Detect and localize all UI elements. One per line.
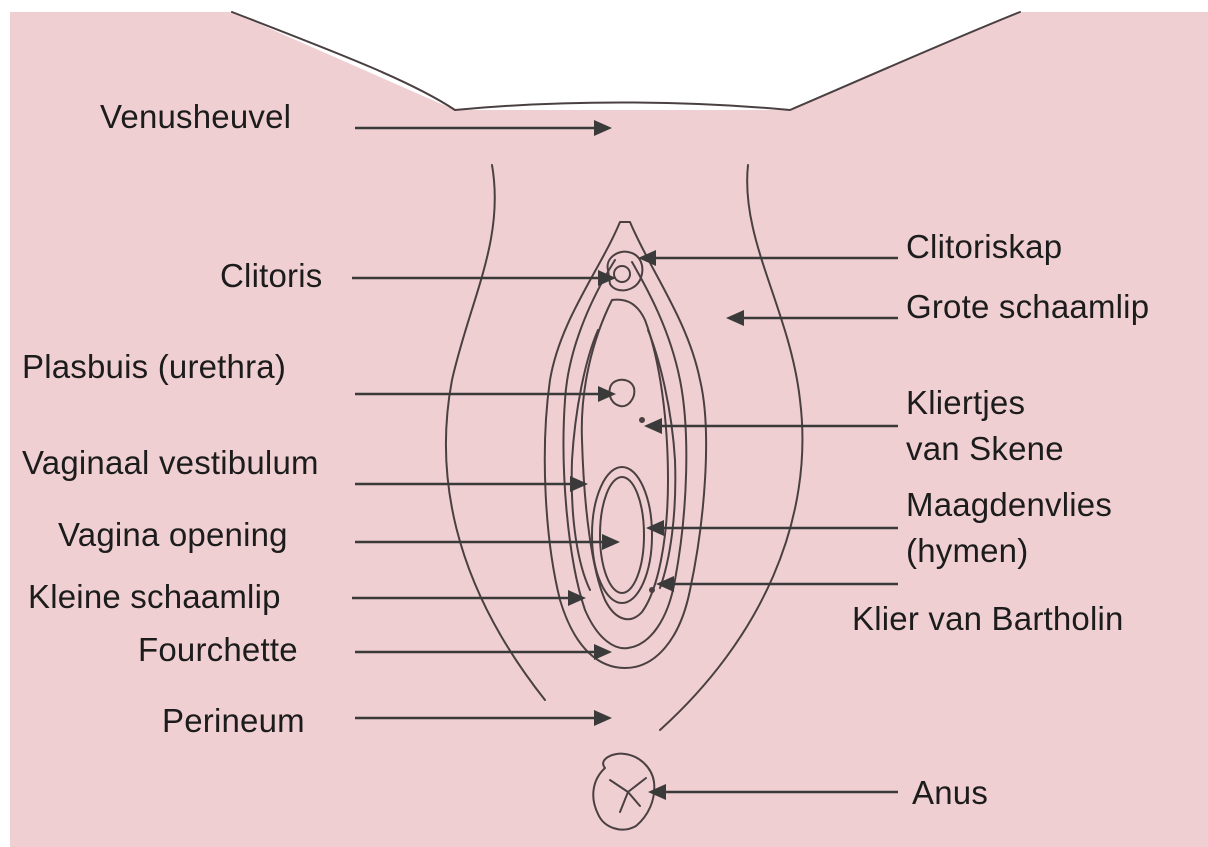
label-hymen-line1: Maagdenvlies	[906, 486, 1112, 524]
label-perineum: Perineum	[162, 702, 305, 740]
label-venusheuvel: Venusheuvel	[100, 98, 291, 136]
label-clitoriskap: Clitoriskap	[906, 228, 1062, 266]
label-anus: Anus	[912, 774, 988, 812]
label-plasbuis: Plasbuis (urethra)	[22, 348, 286, 386]
label-skene-line1: Kliertjes	[906, 384, 1025, 422]
label-grote-schaamlip: Grote schaamlip	[906, 288, 1149, 326]
label-vagina-opening: Vagina opening	[58, 516, 288, 554]
skene-gland-dot	[639, 417, 645, 423]
label-hymen-line2: (hymen)	[906, 532, 1028, 570]
label-kleine-schaamlip: Kleine schaamlip	[28, 578, 281, 616]
bartholin-gland-dot	[649, 587, 655, 593]
label-vestibulum: Vaginaal vestibulum	[22, 444, 319, 482]
label-bartholin: Klier van Bartholin	[852, 600, 1124, 638]
label-fourchette: Fourchette	[138, 631, 298, 669]
label-skene-line2: van Skene	[906, 430, 1064, 468]
label-clitoris: Clitoris	[220, 257, 322, 295]
